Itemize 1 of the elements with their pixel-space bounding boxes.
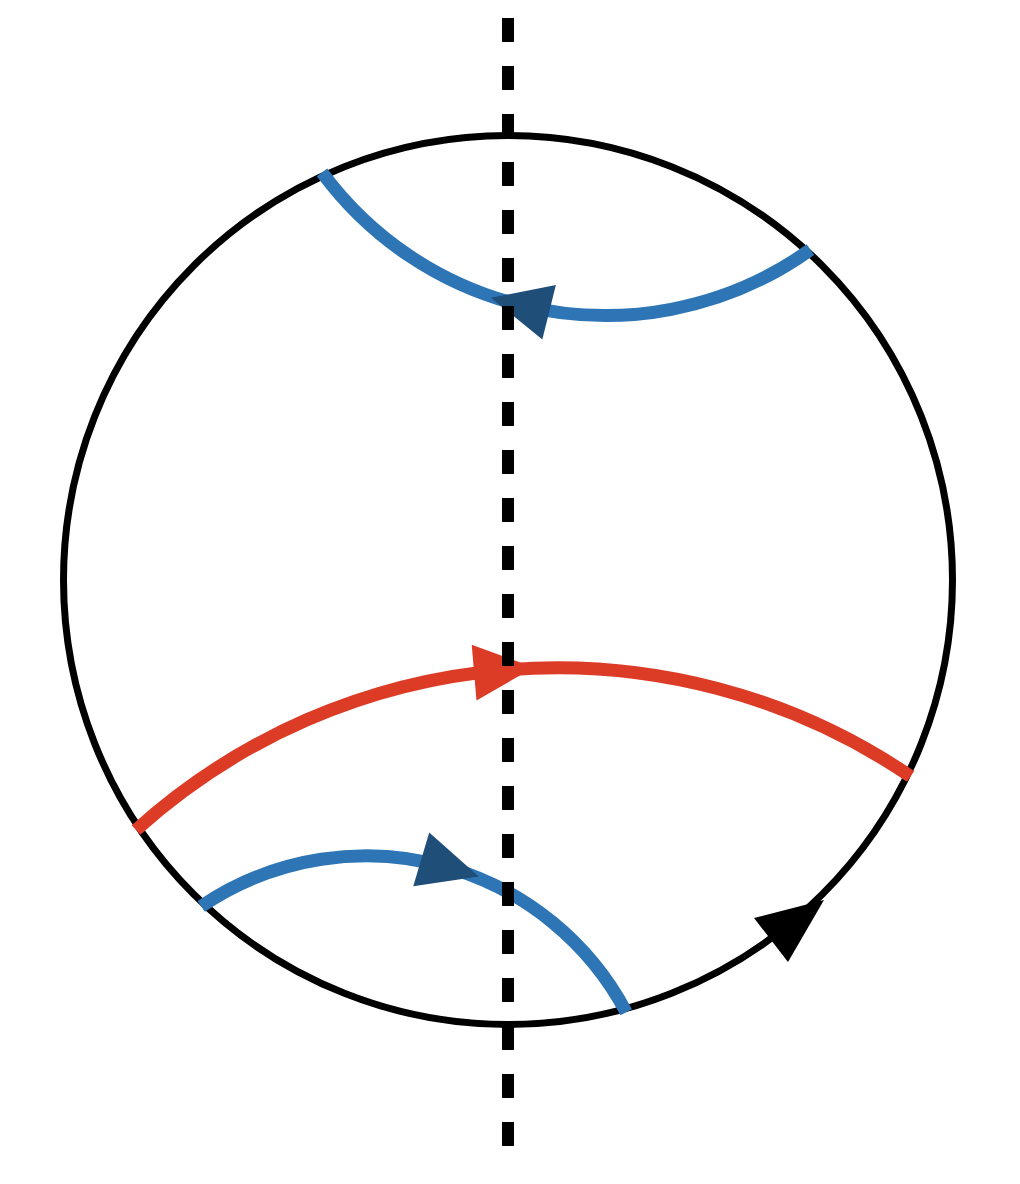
boundary-circle	[60, 132, 956, 1028]
